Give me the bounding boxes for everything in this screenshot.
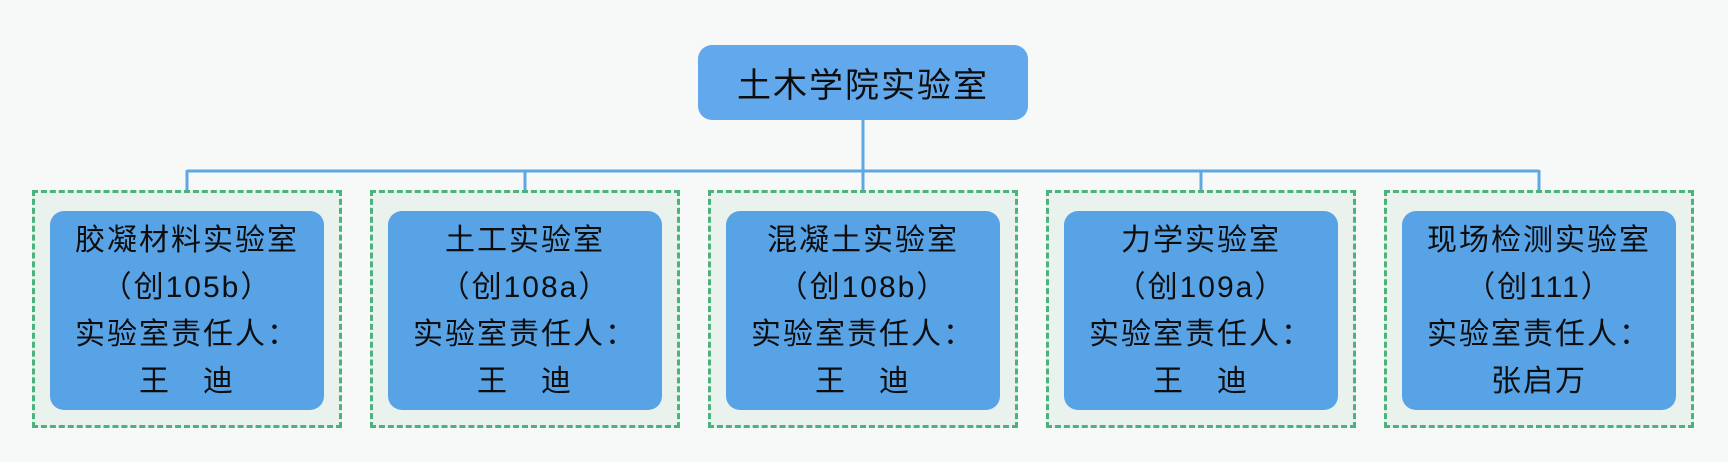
- lab-manager-label: 实验室责任人：: [751, 317, 975, 351]
- lab-name: 混凝土实验室: [767, 223, 959, 257]
- lab-node-field-testing[interactable]: 现场检测实验室 （创111） 实验室责任人： 张启万: [1402, 211, 1676, 410]
- lab-room: （创111）: [1465, 270, 1613, 304]
- lab-node-geotechnical[interactable]: 土工实验室 （创108a） 实验室责任人： 王 迪: [388, 211, 662, 410]
- lab-manager-label: 实验室责任人：: [413, 317, 637, 351]
- lab-manager-name: 王 迪: [1153, 364, 1249, 398]
- lab-manager-name: 王 迪: [477, 364, 573, 398]
- lab-node-mechanics[interactable]: 力学实验室 （创109a） 实验室责任人： 王 迪: [1064, 211, 1338, 410]
- lab-name: 土工实验室: [445, 223, 605, 257]
- selection-outline-lab-4: 力学实验室 （创109a） 实验室责任人： 王 迪: [1046, 190, 1356, 428]
- root-node-civil-college-lab[interactable]: 土木学院实验室: [698, 45, 1028, 120]
- lab-room: （创105b）: [101, 270, 273, 304]
- selection-outline-lab-1: 胶凝材料实验室 （创105b） 实验室责任人： 王 迪: [32, 190, 342, 428]
- lab-room: （创108b）: [777, 270, 949, 304]
- lab-manager-label: 实验室责任人：: [1089, 317, 1313, 351]
- lab-manager-name: 张启万: [1491, 364, 1587, 398]
- lab-name: 现场检测实验室: [1427, 223, 1651, 257]
- lab-manager-name: 王 迪: [815, 364, 911, 398]
- lab-node-cementitious-materials[interactable]: 胶凝材料实验室 （创105b） 实验室责任人： 王 迪: [50, 211, 324, 410]
- lab-name: 胶凝材料实验室: [75, 223, 299, 257]
- lab-room: （创109a）: [1115, 270, 1287, 304]
- selection-outline-lab-5: 现场检测实验室 （创111） 实验室责任人： 张启万: [1384, 190, 1694, 428]
- lab-manager-label: 实验室责任人：: [1427, 317, 1651, 351]
- lab-node-concrete[interactable]: 混凝土实验室 （创108b） 实验室责任人： 王 迪: [726, 211, 1000, 410]
- lab-manager-name: 王 迪: [139, 364, 235, 398]
- lab-name: 力学实验室: [1121, 223, 1281, 257]
- root-node-label: 土木学院实验室: [737, 67, 989, 105]
- selection-outline-lab-2: 土工实验室 （创108a） 实验室责任人： 王 迪: [370, 190, 680, 428]
- selection-outline-lab-3: 混凝土实验室 （创108b） 实验室责任人： 王 迪: [708, 190, 1018, 428]
- lab-manager-label: 实验室责任人：: [75, 317, 299, 351]
- lab-room: （创108a）: [439, 270, 611, 304]
